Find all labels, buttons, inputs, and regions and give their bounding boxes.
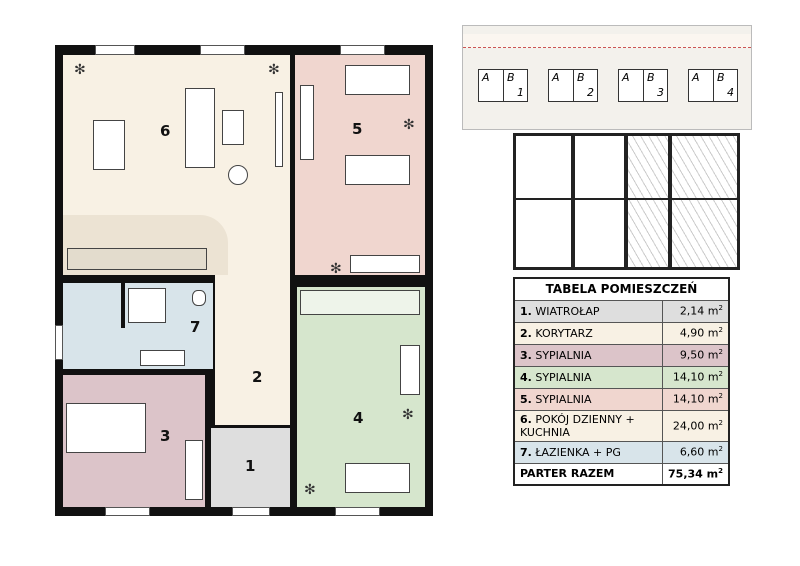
dining-table xyxy=(93,120,125,170)
room-number: 6 xyxy=(160,122,171,140)
room-number: 4 xyxy=(353,409,364,427)
wardrobe xyxy=(185,440,203,500)
room-area: 4,90 m2 xyxy=(662,321,730,345)
room-name: 3. SYPIALNIA xyxy=(513,343,664,367)
room-area: 6,60 m2 xyxy=(662,440,730,464)
desk xyxy=(300,85,314,160)
room-area: 9,50 m2 xyxy=(662,343,730,367)
wardrobe xyxy=(300,290,420,315)
room-area: 2,14 m2 xyxy=(662,299,730,323)
desk xyxy=(400,345,420,395)
road xyxy=(463,34,751,48)
rug xyxy=(228,165,248,185)
room-2-corridor xyxy=(215,275,290,425)
vanity xyxy=(140,350,185,366)
bed xyxy=(345,65,410,95)
window xyxy=(335,507,380,516)
room-name: 4. SYPIALNIA xyxy=(513,365,664,389)
sofa xyxy=(185,88,215,168)
kitchen-counter xyxy=(67,248,207,270)
shower xyxy=(128,288,166,323)
house-unit: A B 1 xyxy=(478,69,528,102)
room-area: 24,00 m2 xyxy=(662,409,730,442)
room-number: 1 xyxy=(245,457,256,475)
room-number: 7 xyxy=(190,318,201,336)
window xyxy=(95,45,135,55)
entrance-door xyxy=(232,507,270,516)
plant-icon: ✻ xyxy=(330,261,342,277)
double-bed xyxy=(66,403,146,453)
room-number: 3 xyxy=(160,427,171,445)
house-unit: A B 2 xyxy=(548,69,598,102)
site-plan: A B 1 A B 2 A B 3 A B 4 xyxy=(462,25,752,130)
window xyxy=(340,45,385,55)
toilet xyxy=(192,290,206,306)
room-number: 5 xyxy=(352,120,363,138)
room-name: 6. POKÓJ DZIENNY + KUCHNIA xyxy=(513,409,664,442)
total-label: PARTER RAZEM xyxy=(513,462,664,486)
tv-cabinet xyxy=(275,92,283,167)
window xyxy=(55,325,63,360)
terrace-door xyxy=(200,45,245,55)
room-name: 1. WIATROŁAP xyxy=(513,299,664,323)
plant-icon: ✻ xyxy=(304,482,316,498)
total-area: 75,34 m2 xyxy=(662,462,730,486)
room-name: 5. SYPIALNIA xyxy=(513,387,664,411)
plant-icon: ✻ xyxy=(74,62,86,78)
window xyxy=(105,507,150,516)
plant-icon: ✻ xyxy=(402,407,414,423)
bed xyxy=(345,463,410,493)
room-number: 2 xyxy=(252,368,263,386)
house-unit: A B 4 xyxy=(688,69,738,102)
desk xyxy=(350,255,420,273)
room-area: 14,10 m2 xyxy=(662,365,730,389)
plant-icon: ✻ xyxy=(403,117,415,133)
bed xyxy=(345,155,410,185)
room-name: 7. ŁAZIENKA + PG xyxy=(513,440,664,464)
table-title: TABELA POMIESZCZEŃ xyxy=(513,277,730,301)
room-1-vestibule xyxy=(211,428,290,507)
house-unit: A B 3 xyxy=(618,69,668,102)
coffee-table xyxy=(222,110,244,145)
room-name: 2. KORYTARZ xyxy=(513,321,664,345)
building-schematic xyxy=(513,133,740,270)
plant-icon: ✻ xyxy=(268,62,280,78)
partition-wall xyxy=(121,283,125,328)
room-area: 14,10 m2 xyxy=(662,387,730,411)
